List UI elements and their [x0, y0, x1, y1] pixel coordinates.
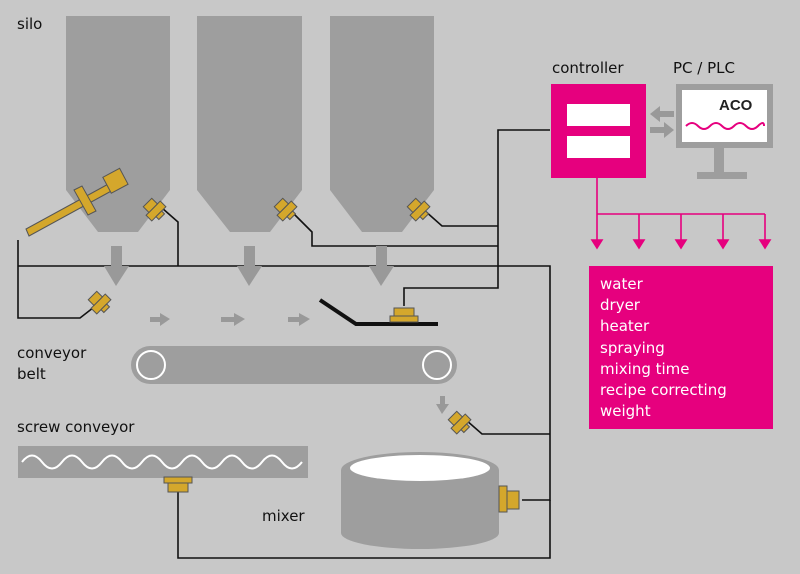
move-arrow-3 — [288, 313, 310, 326]
mixer-wall-sensor — [498, 485, 520, 513]
silo-sensor-1 — [142, 197, 167, 222]
controller-unit[interactable] — [551, 84, 646, 178]
silo-label: silo — [17, 15, 43, 33]
drop-arrow — [436, 396, 449, 414]
silo-2 — [197, 16, 302, 232]
output-item-spraying: spraying — [600, 338, 665, 357]
discharge-sensor — [87, 290, 112, 315]
controller-display-2 — [567, 136, 630, 158]
conveyor-belt — [131, 346, 457, 384]
output-arrows — [590, 178, 772, 250]
pc-monitor[interactable]: ACO — [676, 84, 773, 179]
pc-plc-label: PC / PLC — [673, 59, 735, 77]
output-item-water: water — [600, 275, 643, 293]
controller-outputs-box: water dryer heater spraying mixing time … — [589, 266, 773, 429]
conveyor-belt-label-line2: belt — [17, 365, 46, 383]
silo-sensor-3 — [406, 197, 431, 222]
silo-3 — [330, 16, 434, 232]
pc-to-controller-arrow — [650, 106, 674, 122]
probe-rod-sensor — [25, 167, 129, 237]
move-arrow-2 — [221, 313, 245, 326]
wiring — [17, 129, 551, 559]
flow-arrows — [104, 106, 674, 414]
output-item-mixing-time: mixing time — [600, 359, 690, 378]
silo-1 — [66, 16, 170, 232]
discharge-arrow-1 — [104, 246, 129, 286]
mixer-inlet-sensor — [447, 410, 472, 435]
output-list: water dryer heater spraying mixing time … — [589, 266, 773, 422]
screw-conveyor — [18, 446, 308, 478]
output-item-heater: heater — [600, 317, 650, 336]
output-item-dryer: dryer — [600, 296, 640, 315]
discharge-arrow-3 — [369, 246, 394, 286]
mixer-vessel — [341, 452, 499, 549]
monitor-logo: ACO — [719, 97, 753, 114]
silo-sensor-2 — [273, 197, 298, 222]
controller-to-pc-arrow — [650, 122, 674, 138]
mixer-label: mixer — [262, 507, 305, 525]
move-arrow-1 — [150, 313, 170, 326]
conveyor-belt-label-line1: conveyor — [17, 344, 87, 362]
discharge-arrow-2 — [237, 246, 262, 286]
monitor-screen — [682, 90, 767, 142]
screw-conveyor-label: screw conveyor — [17, 418, 135, 436]
controller-label: controller — [552, 59, 624, 77]
chute-sensor — [318, 298, 438, 326]
screw-conveyor-sensor — [163, 476, 193, 493]
output-item-recipe-correcting: recipe correcting — [600, 381, 727, 400]
output-item-weight: weight — [600, 402, 651, 421]
controller-display-1 — [567, 104, 630, 126]
